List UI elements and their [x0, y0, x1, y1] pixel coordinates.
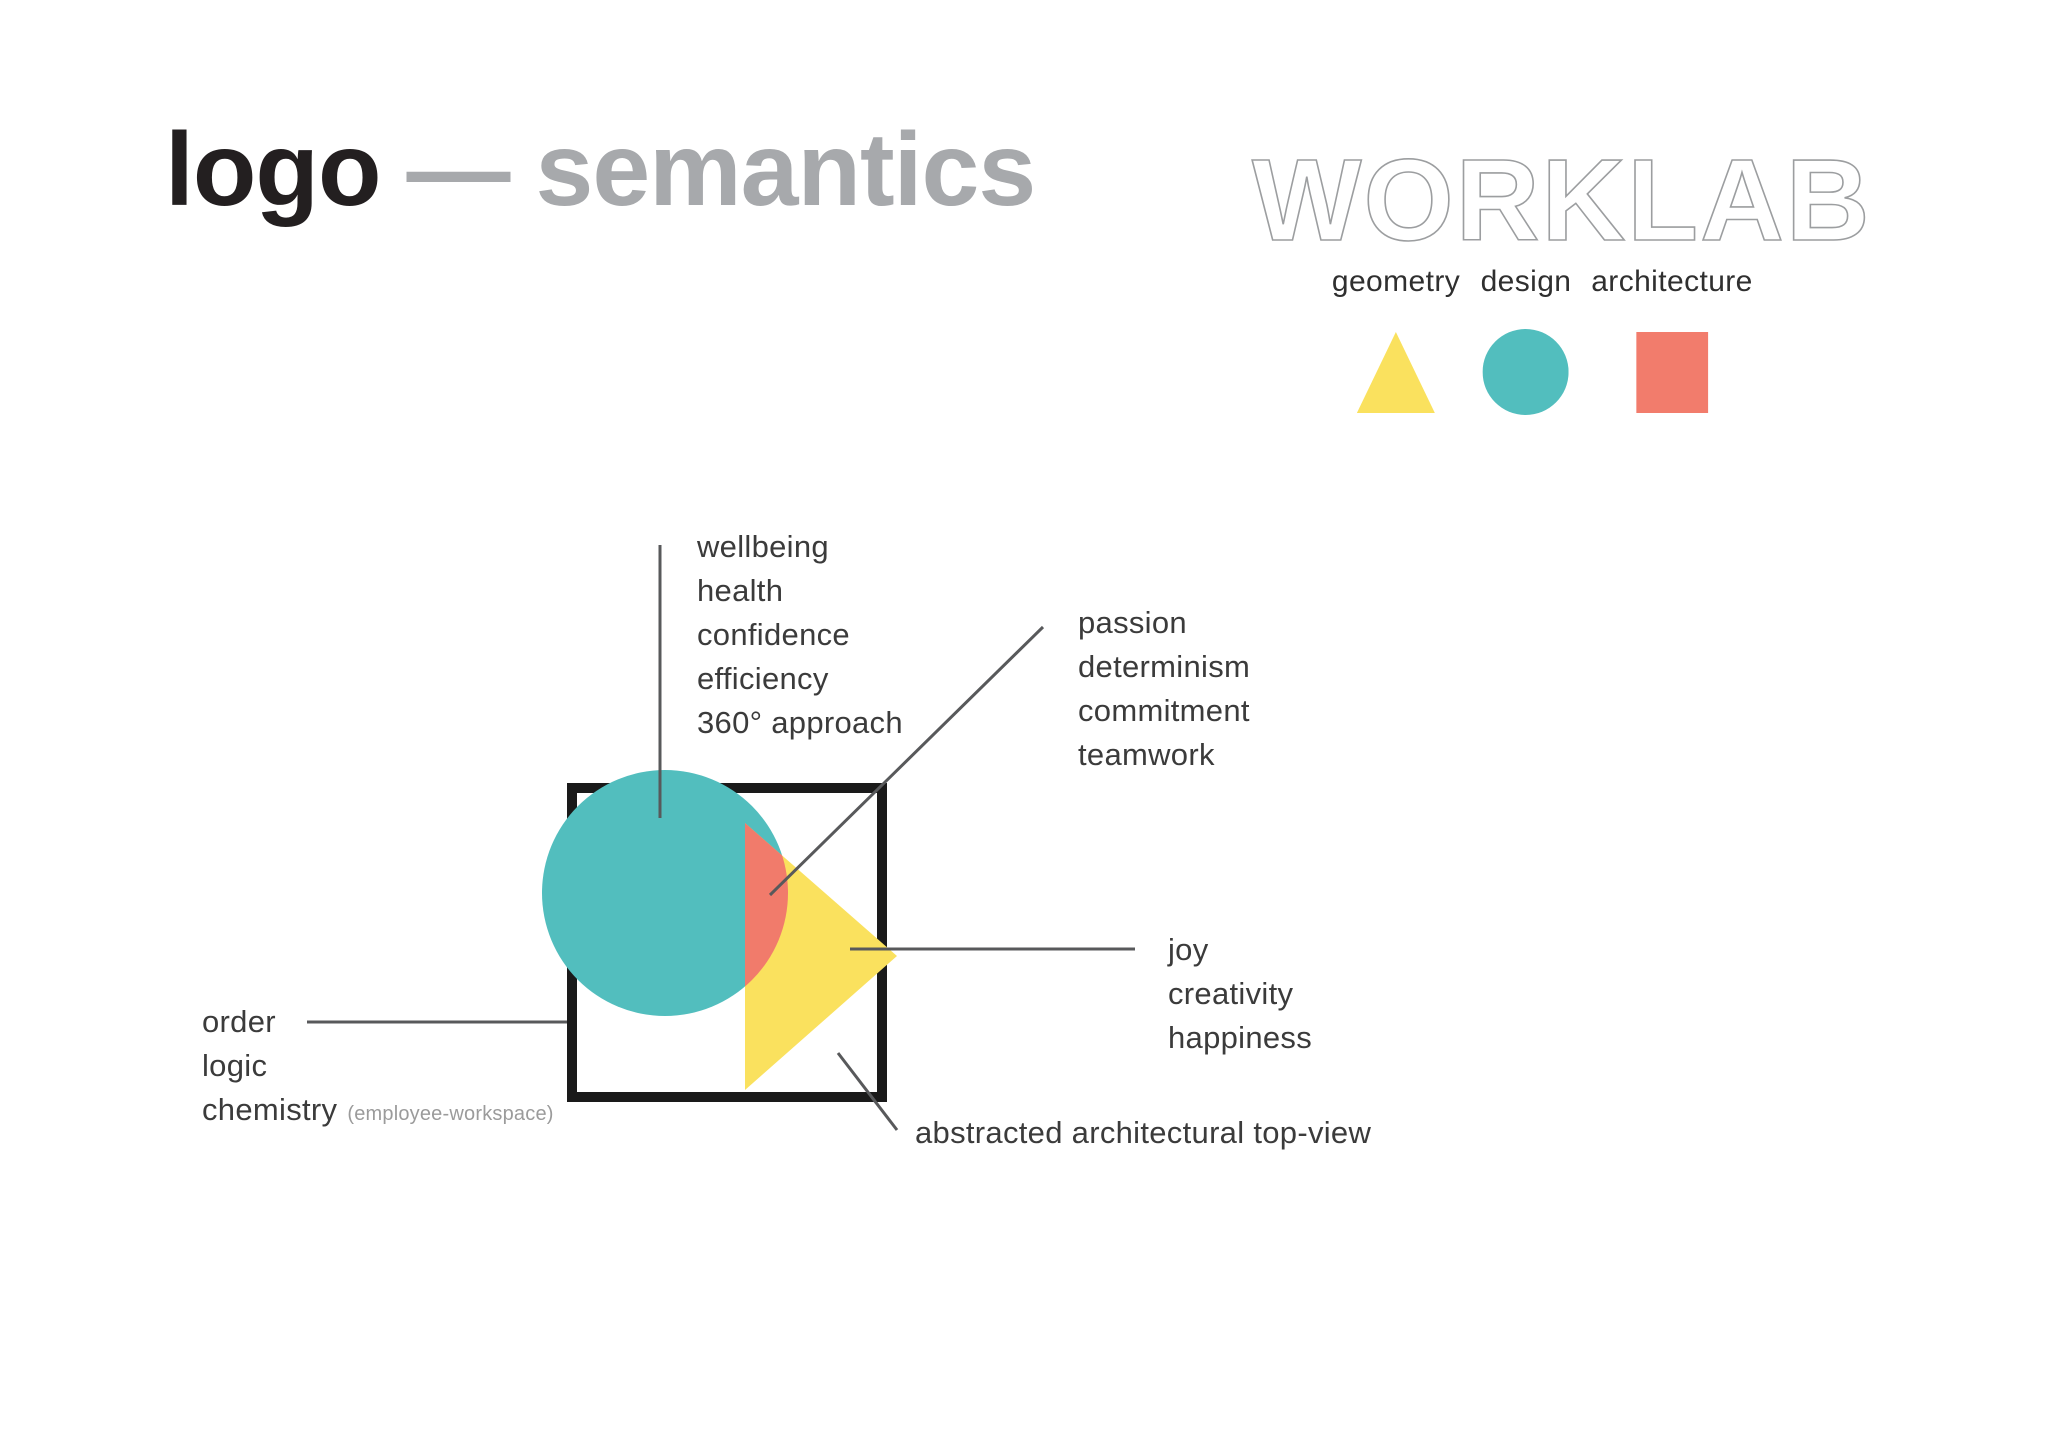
keyword: 360° approach — [697, 705, 903, 740]
keyword: chemistry (employee-workspace) — [202, 1088, 554, 1136]
title-word-semantics: semantics — [535, 112, 1036, 228]
keyword: wellbeing — [697, 529, 829, 564]
keyword: confidence — [697, 617, 850, 652]
legend-item-geometry: geometry — [1332, 264, 1460, 416]
leader-line-overlap — [768, 625, 1045, 897]
legend-item-design: design — [1481, 264, 1572, 416]
keyword-chemistry: chemistry — [202, 1092, 338, 1127]
keyword: creativity — [1168, 976, 1294, 1011]
keyword: teamwork — [1078, 737, 1215, 772]
keyword: passion — [1078, 605, 1187, 640]
title-word-logo: logo — [165, 112, 381, 228]
circle-icon — [1483, 328, 1569, 416]
keyword: commitment — [1078, 693, 1250, 728]
legend-label-design: design — [1480, 265, 1572, 298]
triangle-icon — [1356, 328, 1435, 416]
keyword-note: (employee-workspace) — [347, 1103, 554, 1125]
keyword: joy — [1168, 932, 1209, 967]
keyword: efficiency — [697, 661, 829, 696]
keyword: logic — [202, 1048, 268, 1083]
triangle-keywords: joy creativity happiness — [1168, 928, 1312, 1060]
circle-keywords: wellbeing health confidence efficiency 3… — [697, 525, 903, 745]
legend-item-architecture: architecture — [1591, 264, 1753, 416]
keyword: determinism — [1078, 649, 1251, 684]
legend-label-architecture: architecture — [1591, 265, 1753, 298]
overlap-keywords: passion determinism commitment teamwork — [1078, 601, 1250, 777]
legend-label-geometry: geometry — [1331, 265, 1461, 298]
brand-wordmark: WORKLAB — [1251, 135, 1872, 265]
square-keywords: order logic chemistry (employee-workspace… — [202, 1000, 554, 1136]
keyword: happiness — [1168, 1020, 1313, 1055]
logo-overlap — [745, 823, 788, 1016]
square-icon — [1635, 328, 1708, 416]
logo-circle — [542, 770, 788, 1016]
keyword: health — [697, 573, 784, 608]
title-dash: — — [406, 112, 510, 228]
keyword: order — [202, 1004, 276, 1039]
leader-line-topview — [836, 1052, 899, 1131]
page-title: logo—semantics — [165, 118, 1036, 222]
square-description: abstracted architectural top-view — [915, 1115, 1372, 1150]
